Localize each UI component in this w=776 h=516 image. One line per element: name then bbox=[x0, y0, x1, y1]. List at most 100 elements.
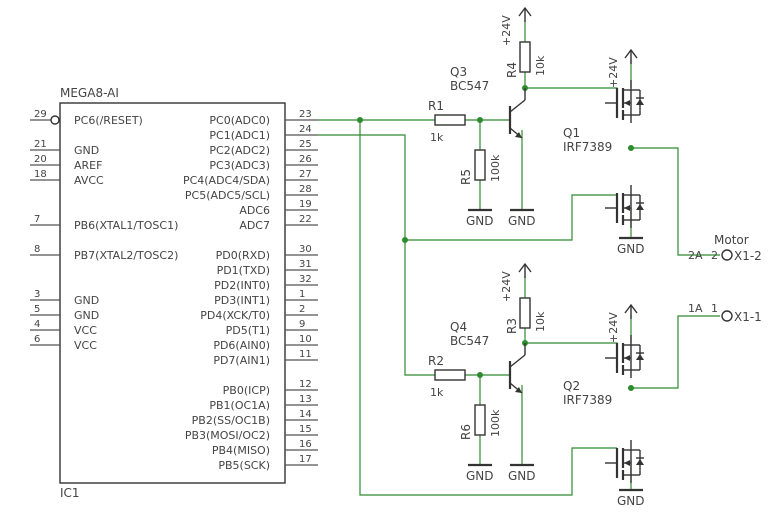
ic-pin-label: PC3(ADC3) bbox=[209, 159, 270, 172]
supply-24v-label: +24V bbox=[607, 57, 620, 88]
ic-pin-label: PB7(XTAL2/TOSC2) bbox=[74, 249, 178, 262]
resistor-r2: R2 1k bbox=[428, 354, 466, 399]
ic-pin-label: PC6(/RESET) bbox=[74, 114, 143, 127]
ic-pin-label: PD0(RXD) bbox=[216, 249, 270, 262]
resistor-r1: R1 1k bbox=[428, 99, 466, 144]
ic-pin-number: 24 bbox=[299, 124, 312, 135]
svg-text:10k: 10k bbox=[534, 55, 547, 76]
ic-pin-number: 19 bbox=[299, 199, 312, 210]
ic-pin-number: 18 bbox=[34, 169, 47, 180]
gnd-label: GND bbox=[466, 214, 494, 228]
wire-q1-out bbox=[631, 147, 720, 256]
ic-pin-label: PC4(ADC4/SDA) bbox=[183, 174, 270, 187]
resistor-r6: R6 100k bbox=[459, 404, 502, 440]
svg-text:R2: R2 bbox=[428, 354, 444, 368]
reset-pin-bubble bbox=[50, 115, 60, 125]
junction-r6 bbox=[477, 372, 483, 378]
ic-pin-label: PB4(MISO) bbox=[212, 444, 270, 457]
ic-pin-number: 8 bbox=[34, 244, 40, 255]
ic-pin-number: 3 bbox=[34, 289, 40, 300]
ic-pin-label: PB0(ICP) bbox=[223, 384, 270, 397]
junctions bbox=[357, 85, 634, 391]
ic-pin-number: 17 bbox=[299, 454, 312, 465]
wires bbox=[318, 20, 720, 496]
ic-pin-label: PD7(AIN1) bbox=[213, 354, 270, 367]
ic-pin-label: GND bbox=[74, 144, 99, 157]
svg-text:100k: 100k bbox=[489, 154, 502, 182]
wire-q2-out bbox=[631, 315, 720, 389]
ic-pin-label: PC1(ADC1) bbox=[209, 129, 270, 142]
ic-pin-number: 30 bbox=[299, 244, 312, 255]
ic-pin-number: 6 bbox=[34, 334, 40, 345]
ic-name: MEGA8-AI bbox=[60, 86, 119, 100]
ic-pin-label: PD2(INT0) bbox=[214, 279, 270, 292]
ic-pin-label: PD3(INT1) bbox=[214, 294, 270, 307]
svg-text:R6: R6 bbox=[459, 424, 473, 440]
ic-pin-number: 21 bbox=[34, 139, 47, 150]
ic-pin-number: 4 bbox=[34, 319, 40, 330]
ic-pin-number: 12 bbox=[299, 379, 312, 390]
terminal-x1-1 bbox=[721, 310, 733, 322]
ic-pin-label: PD4(XCK/T0) bbox=[200, 309, 270, 322]
ic-pin-number: 9 bbox=[299, 319, 305, 330]
ic-pin-label: PD1(TXD) bbox=[217, 264, 270, 277]
ic-ref: IC1 bbox=[60, 486, 80, 500]
ic-pin-label: PD5(T1) bbox=[226, 324, 270, 337]
ic-pin-number: 22 bbox=[299, 214, 312, 225]
ic-pin-number: 2 bbox=[299, 304, 305, 315]
terminal-x1-2 bbox=[721, 249, 733, 261]
ic-pin-number: 32 bbox=[299, 274, 312, 285]
supply-24v-label: +24V bbox=[500, 15, 513, 46]
ic-pin-number: 20 bbox=[34, 154, 47, 165]
ic-pin-label: PC0(ADC0) bbox=[209, 114, 270, 127]
ic-pin-number: 7 bbox=[34, 214, 40, 225]
connector-x11: X1-1 bbox=[734, 310, 762, 324]
ic-pin-number: 29 bbox=[34, 109, 47, 120]
ic-pin-number: 27 bbox=[299, 169, 312, 180]
ic-pin-number: 11 bbox=[299, 349, 312, 360]
transistor-q4: Q4 BC547 bbox=[450, 320, 526, 394]
gnd-label: GND bbox=[617, 242, 645, 256]
ic-pin-number: 5 bbox=[34, 304, 40, 315]
motor-connector: Motor 2A 2 X1-2 1A 1 X1-1 bbox=[688, 233, 762, 324]
transistor-q3: Q3 BC547 bbox=[450, 65, 526, 139]
ic-pin-label: PC2(ADC2) bbox=[209, 144, 270, 157]
supply-24v-label: +24V bbox=[500, 271, 513, 302]
ic-pin-label: ADC7 bbox=[239, 219, 270, 232]
resistor-r3: R3 10k bbox=[505, 297, 547, 334]
junction-r5 bbox=[477, 117, 483, 123]
svg-text:1k: 1k bbox=[430, 131, 444, 144]
svg-text:IRF7389: IRF7389 bbox=[563, 393, 612, 407]
svg-text:BC547: BC547 bbox=[450, 79, 489, 93]
connector-x12: X1-2 bbox=[734, 249, 762, 263]
svg-text:R3: R3 bbox=[505, 318, 519, 334]
svg-text:100k: 100k bbox=[489, 409, 502, 437]
svg-text:10k: 10k bbox=[534, 311, 547, 332]
gnd-label: GND bbox=[617, 494, 645, 508]
gnd-label: GND bbox=[508, 214, 536, 228]
ic-pin-label: VCC bbox=[74, 339, 97, 352]
supply-24v-label: +24V bbox=[607, 312, 620, 343]
ic-pin-number: 26 bbox=[299, 154, 312, 165]
ic-pin-label: AVCC bbox=[74, 174, 104, 187]
ic-pin-number: 23 bbox=[299, 109, 312, 120]
ic-pin-number: 28 bbox=[299, 184, 312, 195]
ic-pin-label: PC5(ADC5/SCL) bbox=[185, 189, 270, 202]
svg-text:BC547: BC547 bbox=[450, 334, 489, 348]
junction-pc1 bbox=[402, 237, 408, 243]
svg-text:Q4: Q4 bbox=[450, 320, 467, 334]
mosfet-q2: Q2 IRF7389 bbox=[563, 335, 644, 483]
ic-pin-number: 10 bbox=[299, 334, 312, 345]
connector-pin2: 2 bbox=[711, 249, 718, 262]
ic-pin-label: PB3(MOSI/OC2) bbox=[185, 429, 270, 442]
ic-pin-number: 1 bbox=[299, 289, 305, 300]
wire-pc1-r2 bbox=[318, 134, 435, 376]
svg-text:Q1: Q1 bbox=[563, 126, 580, 140]
ic-pin-label: ADC6 bbox=[239, 204, 270, 217]
ic-pin-number: 14 bbox=[299, 409, 312, 420]
ic-pin-label: PB1(OC1A) bbox=[209, 399, 270, 412]
svg-text:Q2: Q2 bbox=[563, 379, 580, 393]
